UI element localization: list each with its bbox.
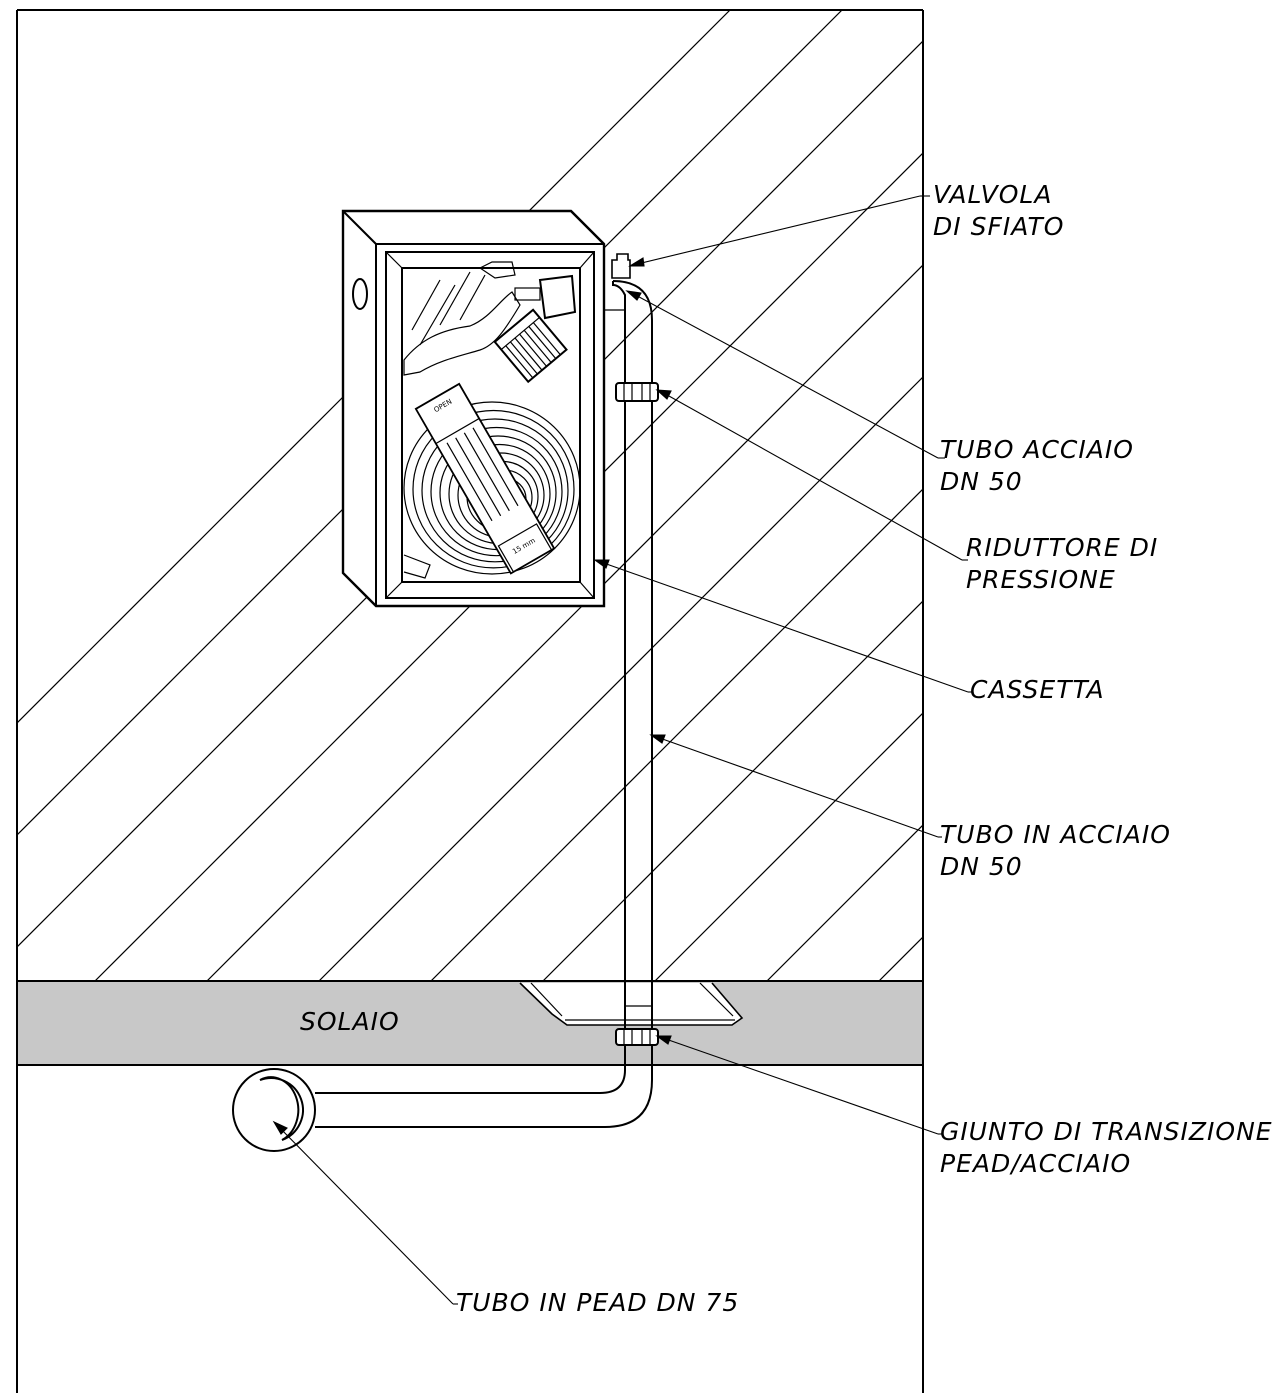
hatch-line — [655, 712, 923, 980]
valvola-label-2: DI SFIATO — [933, 212, 1064, 241]
transition-joint — [615, 1028, 659, 1046]
leaders — [272, 195, 973, 1305]
annotations: VALVOLA DI SFIATO TUBO ACCIAIO DN 50 RID… — [456, 180, 1273, 1317]
tubo-acciaio-label-1: TUBO ACCIAIO — [940, 435, 1134, 464]
giunto-label-2: PEAD/ACCIAIO — [940, 1149, 1131, 1178]
hose-ring — [403, 401, 581, 575]
hatch-line — [431, 488, 923, 980]
riduttore-label-1: RIDUTTORE DI — [966, 533, 1158, 562]
cassetta-label: CASSETTA — [970, 675, 1105, 704]
hose-ring — [430, 426, 563, 557]
hatch-line — [767, 824, 923, 980]
tubo-in-acciaio-label-1: TUBO IN ACCIAIO — [940, 820, 1171, 849]
hatch-line — [17, 10, 731, 724]
hose-ring — [421, 418, 569, 563]
tubo-pead-label: TUBO IN PEAD DN 75 — [456, 1288, 739, 1317]
hatch-line — [543, 600, 923, 980]
hatch-line — [207, 264, 923, 980]
tubo-acciaio-label-2: DN 50 — [940, 467, 1023, 496]
tubo-in-acciaio-label-2: DN 50 — [940, 852, 1023, 881]
hose-reel — [403, 401, 581, 575]
hatch-line — [319, 376, 923, 980]
air-valve — [611, 253, 631, 279]
hatch-line — [1196, 0, 1274, 1000]
pressure-reducer — [615, 382, 659, 402]
hatch-line — [1084, 0, 1274, 1000]
giunto-label-1: GIUNTO DI TRANSIZIONE — [940, 1117, 1273, 1146]
pead-pipe-section — [232, 1068, 316, 1152]
slab: SOLAIO — [16, 980, 924, 1066]
lock-icon — [352, 278, 368, 310]
cabinet: OPEN 15 mm — [341, 209, 606, 608]
hose-ring — [412, 409, 575, 569]
riduttore-label-2: PRESSIONE — [966, 565, 1116, 594]
valvola-label-1: VALVOLA — [933, 180, 1052, 209]
steel-pipe — [315, 253, 653, 1128]
hatch-line — [972, 0, 1274, 1000]
solaio-label: SOLAIO — [300, 1007, 400, 1036]
